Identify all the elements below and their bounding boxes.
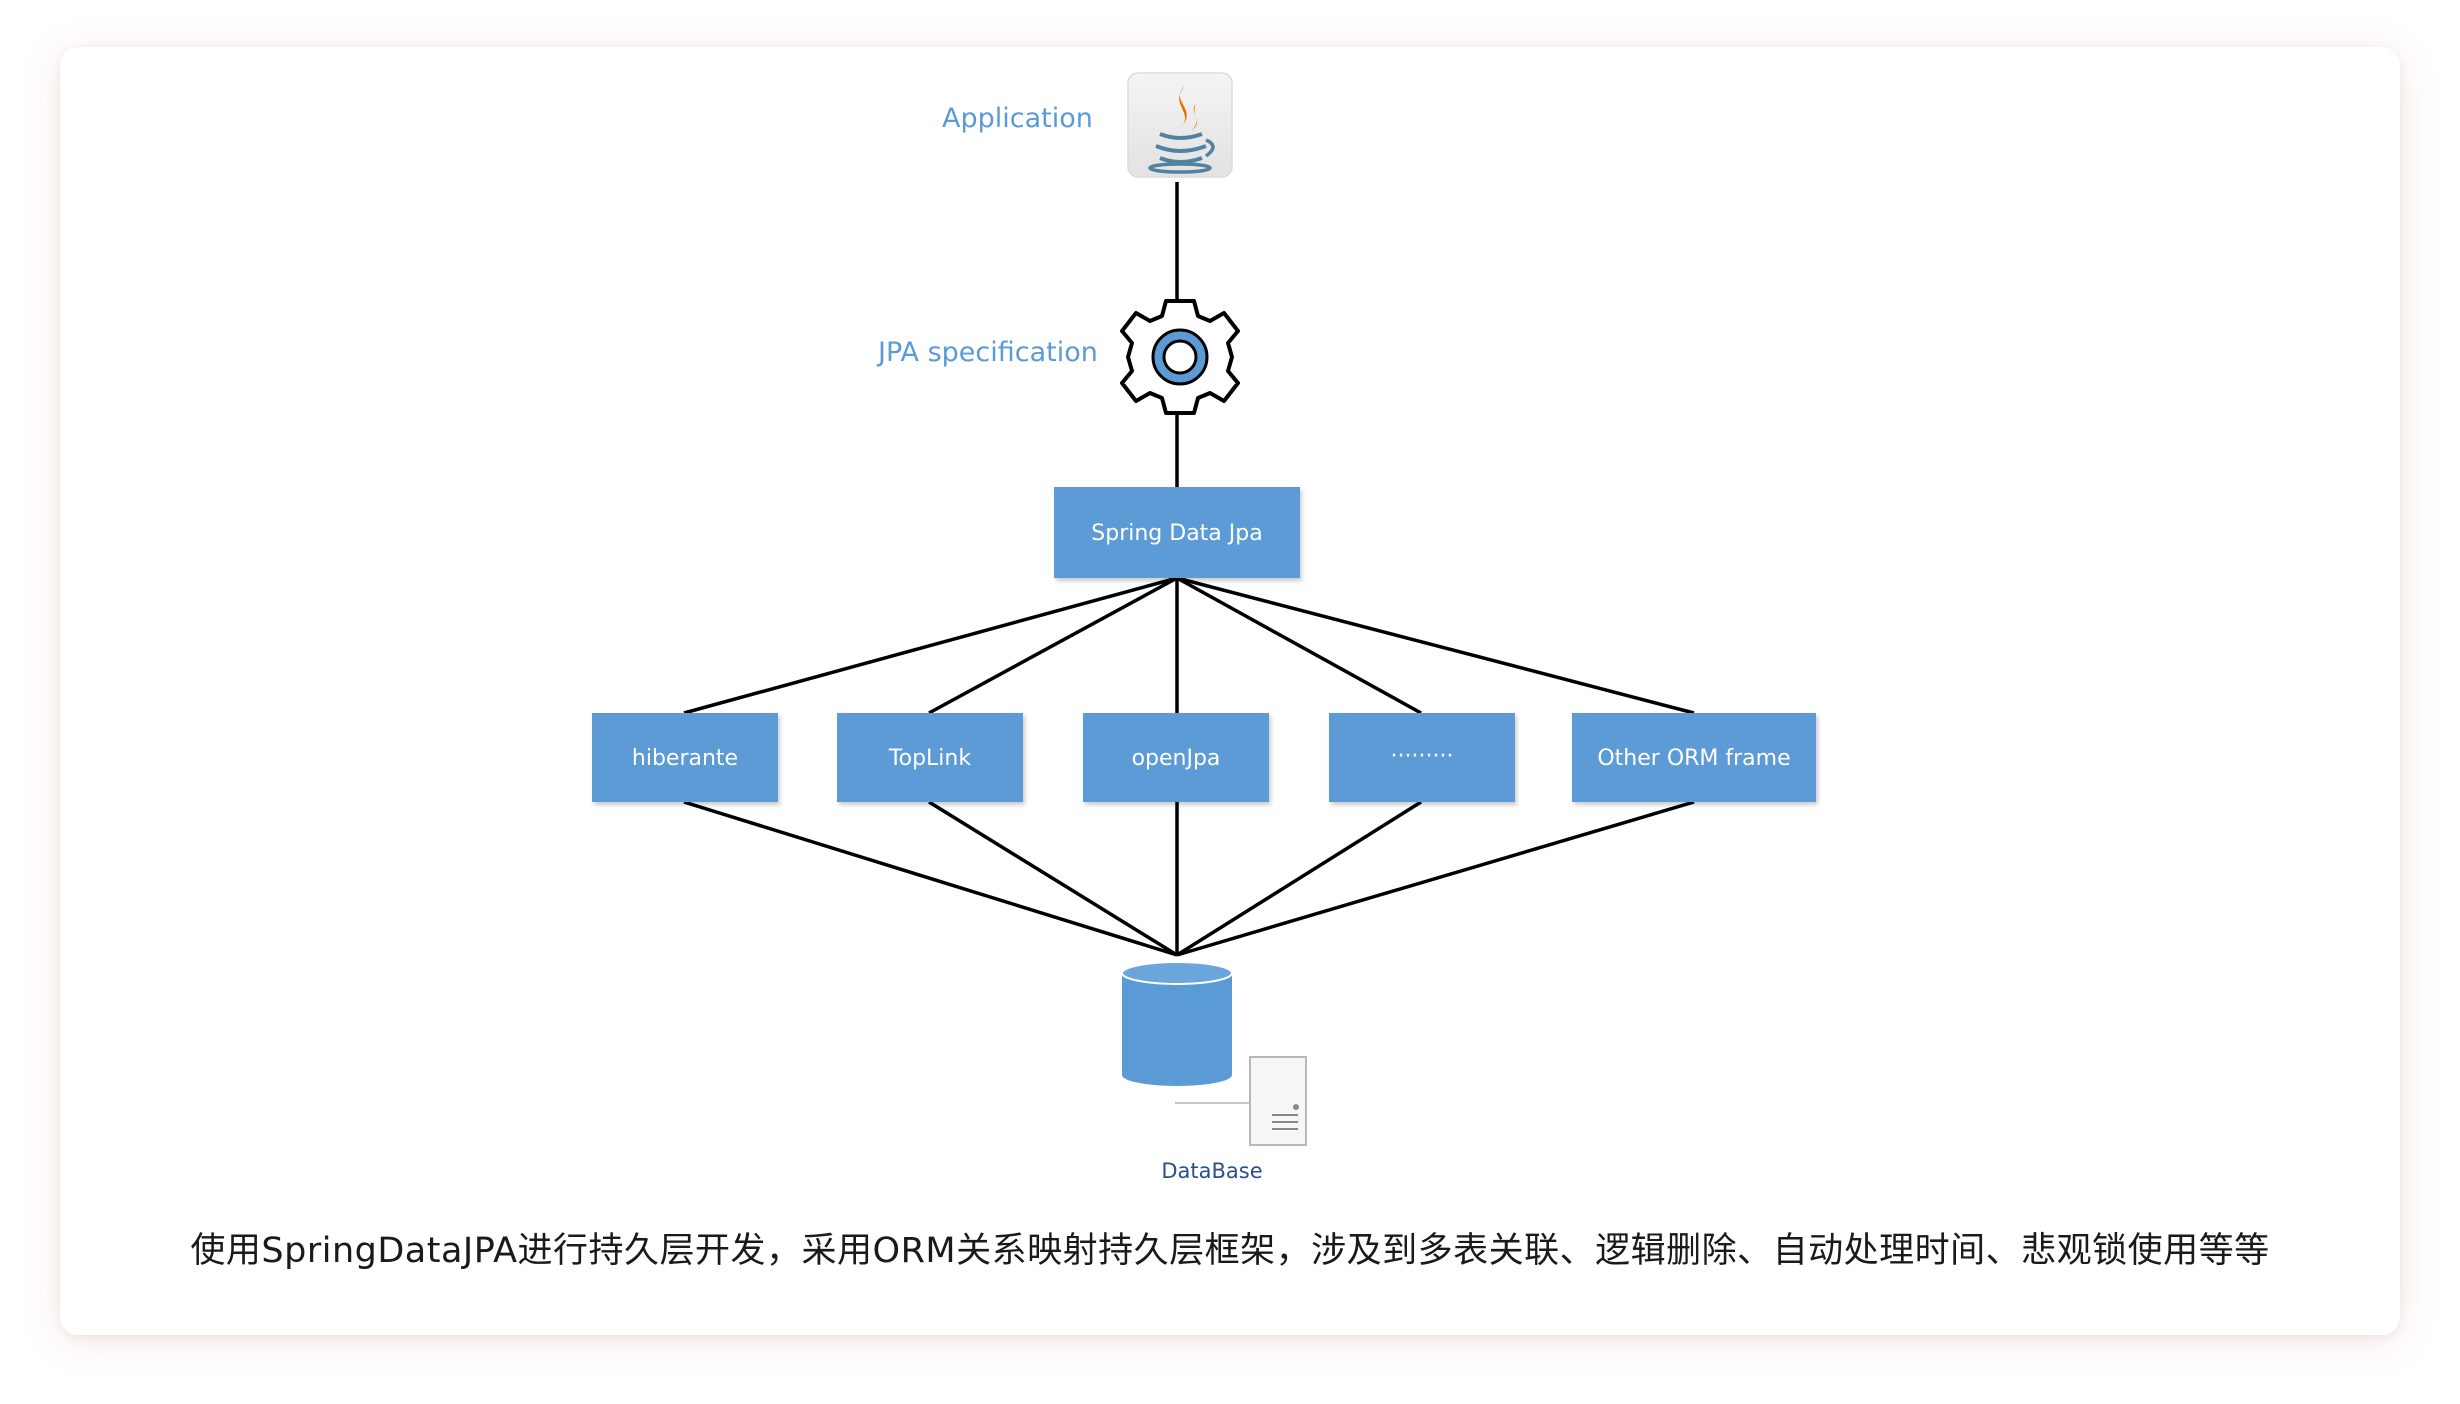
orm-node-label: ········· [1391, 744, 1454, 769]
spring-data-jpa-label: Spring Data Jpa [1091, 521, 1262, 546]
application-label: Application [942, 103, 1093, 134]
spring-data-jpa-node: Spring Data Jpa [1054, 487, 1300, 578]
content-card [60, 47, 2400, 1335]
orm-node-label: Other ORM frame [1597, 746, 1790, 771]
line-hibernate-to-db [683, 800, 1178, 957]
line-spring-to-toplink [928, 576, 1178, 715]
line-spring-to-hibernate [683, 576, 1178, 715]
line-spring-to-other [1176, 576, 1695, 715]
orm-node-label: TopLink [888, 746, 971, 771]
line-toplink-to-db [928, 800, 1178, 957]
java-cup-icon [1127, 72, 1233, 178]
caption-text: 使用SpringDataJPA进行持久层开发，采用ORM关系映射持久层框架，涉及… [190, 1231, 2270, 1271]
orm-node-label: openJpa [1132, 746, 1221, 771]
line-ellipsis-to-db [1176, 800, 1422, 957]
orm-node-hibernate: hiberante [592, 713, 778, 802]
database-label: DataBase [1161, 1159, 1262, 1183]
orm-node-toplink: TopLink [837, 713, 1023, 802]
gear-icon [1120, 299, 1240, 415]
line-spring-to-ellipsis [1176, 576, 1422, 715]
line-other-to-db [1176, 800, 1695, 957]
orm-node-other-orm: Other ORM frame [1572, 713, 1816, 802]
orm-node-openjpa: openJpa [1083, 713, 1269, 802]
orm-node-label: hiberante [632, 746, 738, 771]
orm-node-ellipsis: ········· [1329, 713, 1515, 802]
connector-lines [683, 182, 1695, 957]
jpa-specification-label: JPA specification [876, 337, 1098, 368]
database-icon [1121, 961, 1307, 1146]
